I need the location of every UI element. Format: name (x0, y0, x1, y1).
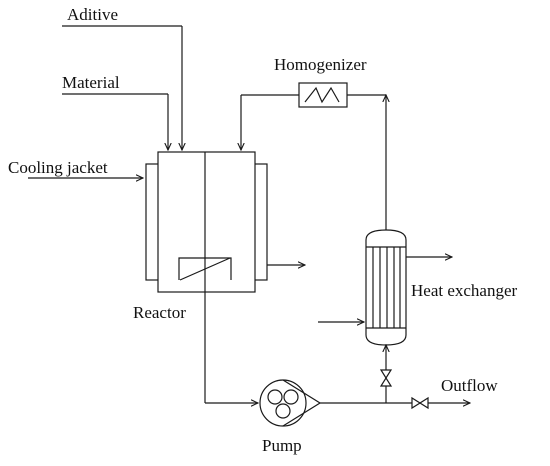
material-feed-line (62, 93, 168, 150)
pump (259, 379, 322, 427)
reactor-vessel (157, 151, 256, 293)
heat-exchanger-shell (365, 229, 407, 346)
stirrer-diagonal (179, 257, 231, 281)
reactor-to-pump-line (204, 292, 258, 403)
pump-impeller (275, 403, 291, 419)
pump-label: Pump (262, 436, 302, 455)
stirrer-blade (178, 257, 232, 280)
homogenizer-zigzag (304, 86, 340, 104)
cooling-jacket-label: Cooling jacket (8, 158, 108, 177)
pump-casing (259, 379, 307, 427)
reactor (145, 151, 268, 293)
discharge-line (320, 345, 470, 403)
homogenizer-box (298, 82, 348, 108)
reactor-label: Reactor (133, 303, 186, 322)
recycle-valve (379, 369, 393, 387)
pump-impeller (283, 389, 299, 405)
homogenizer-label: Homogenizer (274, 55, 367, 74)
outflow-label: Outflow (441, 376, 498, 395)
recycle-loop (241, 95, 386, 230)
heat-exchanger (365, 229, 407, 346)
additive-feed-line (62, 25, 182, 150)
pump-impeller (267, 389, 283, 405)
heat-exchanger-label: Heat exchanger (411, 281, 518, 300)
homogenizer (298, 82, 348, 108)
material-label: Material (62, 73, 120, 92)
outflow-valve (411, 396, 429, 410)
additive-label: Aditive (67, 5, 118, 24)
